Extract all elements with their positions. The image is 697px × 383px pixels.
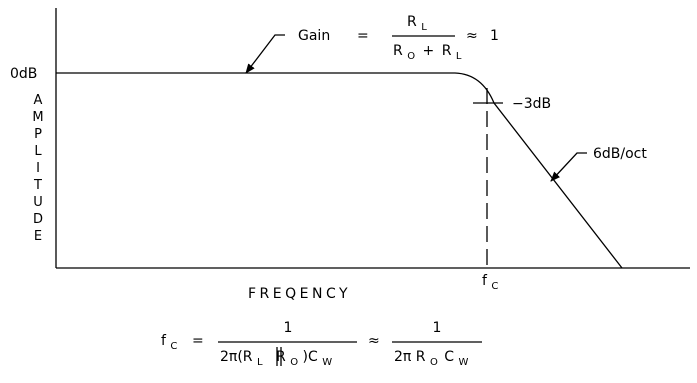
fc-frac1-den-b-sub: O	[290, 357, 298, 368]
gain-den-r2-sub: L	[456, 51, 462, 62]
fc-approx: ≈	[368, 333, 380, 349]
fc-axis-label: f C	[482, 273, 498, 292]
fc-frac1-den-c: )C	[303, 349, 318, 365]
gain-equals: =	[357, 28, 369, 44]
fc-lhs-main: f	[161, 333, 167, 349]
fc-frac1-den-a-sub: L	[257, 357, 263, 368]
fc-frac1-denominator: 2π(R L R O )C W	[220, 349, 332, 369]
fc-frac1-den-c-sub: W	[322, 357, 332, 368]
gain-denominator: R O + R L	[393, 43, 462, 63]
gain-den-r2: R	[442, 43, 452, 59]
fc-formula: f C = 1 2π(R L R O )C W ≈ 1 2π R O C W	[161, 320, 482, 369]
gain-word: Gain	[298, 28, 330, 44]
fc-frac2-den-a-sub: O	[430, 357, 438, 368]
fc-equals: =	[192, 333, 204, 349]
gain-leader-line	[245, 34, 285, 74]
amplitude-letter: L	[34, 144, 42, 159]
amplitude-letter: E	[34, 229, 42, 244]
frequency-label: FREQENCY	[248, 286, 351, 302]
fc-axis-main: f	[482, 273, 488, 289]
gain-approx: ≈	[466, 28, 478, 44]
fc-frac2-den-b-sub: W	[459, 357, 469, 368]
gain-den-r1-sub: O	[407, 51, 415, 62]
amplitude-letter: T	[33, 178, 42, 193]
fc-frac2-den-b: C	[444, 349, 454, 365]
slope-label: 6dB/oct	[593, 146, 647, 162]
amplitude-letter: I	[36, 161, 40, 176]
amplitude-letter: P	[34, 127, 42, 142]
gain-num-main: R	[407, 14, 417, 30]
gain-formula: Gain = R L R O + R L ≈ 1	[298, 14, 499, 63]
fc-frac1-den-a: 2π(R	[220, 349, 253, 365]
gain-den-r1: R	[393, 43, 403, 59]
fc-frac2-den-a: 2π R	[394, 349, 426, 365]
minus-3db-label: −3dB	[512, 96, 551, 112]
amplitude-letter: D	[33, 212, 43, 227]
fc-lhs: f C	[161, 333, 177, 352]
fc-axis-sub: C	[491, 281, 498, 292]
fc-frac1-numerator: 1	[284, 320, 293, 336]
amplitude-letter: M	[32, 110, 43, 125]
fc-lhs-sub: C	[170, 341, 177, 352]
amplitude-letter: U	[33, 195, 43, 210]
gain-den-plus: +	[423, 43, 435, 59]
zero-db-label: 0dB	[10, 66, 37, 82]
gain-num-sub: L	[421, 22, 427, 33]
slope-leader-line	[550, 152, 587, 182]
gain-result: 1	[490, 28, 499, 44]
gain-numerator: R L	[407, 14, 427, 33]
amplitude-label: A M P L I T U D E	[32, 93, 43, 244]
fc-frac2-numerator: 1	[433, 320, 442, 336]
amplitude-letter: A	[34, 93, 43, 108]
fc-frac2-denominator: 2π R O C W	[394, 349, 469, 369]
